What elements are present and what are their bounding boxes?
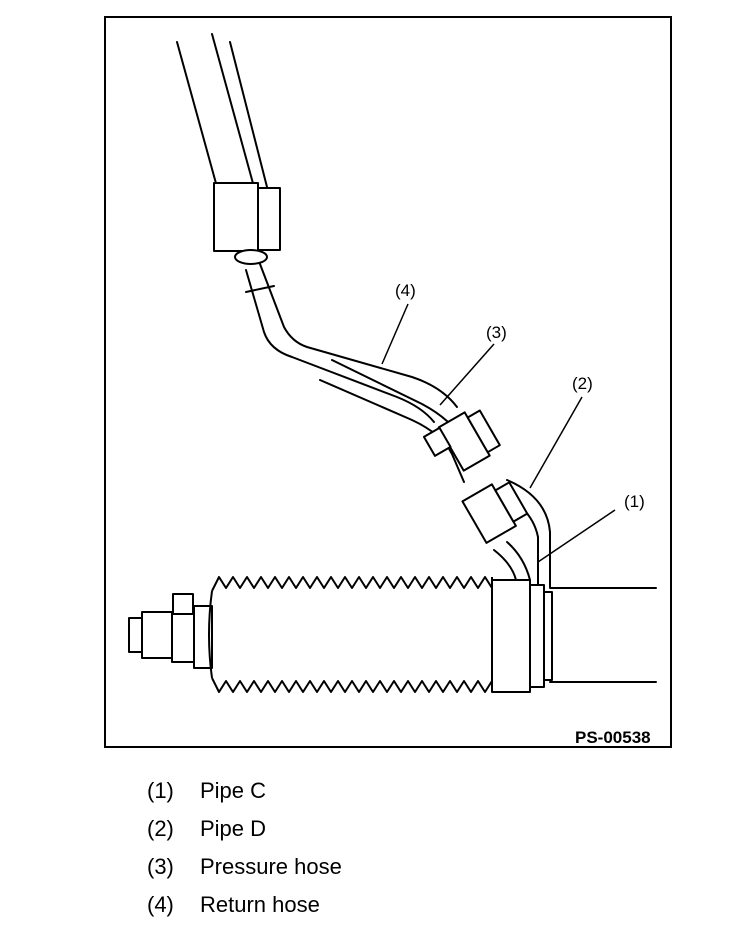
callout-4: (4) [395, 281, 416, 300]
legend-number: (3) [147, 854, 174, 879]
upper-fitting-end [234, 249, 268, 265]
boot-clamp-ring [529, 584, 545, 688]
callout-3: (3) [486, 323, 507, 342]
upper-fitting [213, 182, 259, 252]
middle-fitting-lower [422, 426, 452, 457]
leader-line-2 [529, 396, 583, 489]
return-hose-bottom-line [245, 269, 435, 423]
tie-rod-lug [172, 593, 194, 615]
rack-boot-bellows [208, 576, 493, 693]
pipe-c-inner [493, 549, 517, 581]
callout-2: (2) [572, 374, 593, 393]
tie-rod-collar [171, 613, 195, 663]
figure-id: PS-00538 [575, 728, 651, 747]
return-hose-band [245, 285, 275, 293]
callout-1: (1) [624, 492, 645, 511]
boot-clamp-edge [543, 591, 553, 681]
legend-label: Pressure hose [200, 854, 342, 879]
legend-item: (3) Pressure hose [147, 852, 342, 890]
steering-hose-diagram: (4) (3) (2) (1) PS-00538 [128, 33, 657, 747]
lower-fitting [461, 481, 529, 544]
return-hose-top-line [259, 263, 458, 408]
legend-label: Pipe C [200, 778, 267, 803]
upper-hose-inner-a [211, 33, 255, 188]
leader-line-4 [381, 303, 409, 365]
legend-label: Return hose [200, 892, 320, 917]
tie-rod-tip [128, 617, 143, 653]
bellows-end-cap [208, 590, 213, 679]
bellows-bottom-edge [211, 677, 493, 693]
pipe-d-outer [506, 479, 551, 588]
upper-hose-outer [176, 41, 218, 188]
upper-hose-inner-b [229, 41, 268, 188]
tie-rod-nut [141, 611, 173, 659]
pipe-c-outer [506, 541, 531, 581]
legend-item: (2) Pipe D [147, 814, 342, 852]
legend-item: (1) Pipe C [147, 776, 342, 814]
bellows-top-edge [211, 576, 493, 592]
legend-number: (4) [147, 892, 174, 917]
boot-end [193, 605, 213, 669]
legend-list: (1) Pipe C (2) Pipe D (3) Pressure hose (4)… [147, 776, 342, 928]
legend-number: (1) [147, 778, 174, 803]
middle-fitting-upper [437, 409, 501, 472]
upper-fitting-collar [257, 187, 281, 251]
leader-line-3 [439, 343, 495, 406]
legend-item: (4) Return hose [147, 890, 342, 928]
legend-number: (2) [147, 816, 174, 841]
leader-line-1 [537, 509, 616, 563]
legend-label: Pipe D [200, 816, 267, 841]
boot-clamp [491, 579, 531, 693]
diagram-frame: (4) (3) (2) (1) PS-00538 [104, 16, 672, 748]
